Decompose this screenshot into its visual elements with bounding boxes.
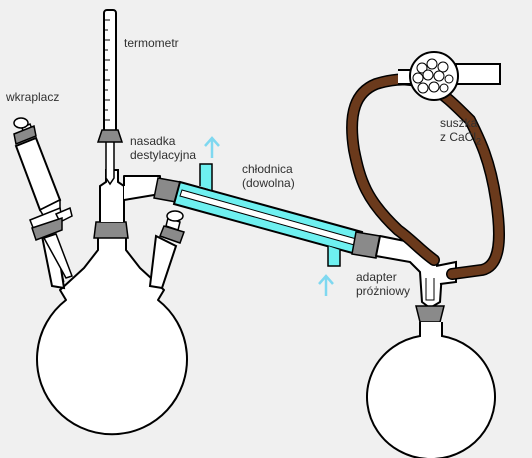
drying-tube-label-line2: z CaCl2 [440,130,481,148]
drying-tube-label-line1: suszka [440,116,478,130]
drying-tube-label: suszka z CaCl2 [440,116,481,148]
stopper [159,210,185,244]
thermometer [96,9,124,186]
condenser-label: chłodnica (dowolna) [242,162,295,190]
vacuum-adapter-label: adapter próżniowy [356,270,410,298]
condenser-label-line1: chłodnica [242,162,293,176]
thermometer-label: termometr [124,36,179,50]
water-inlet-arrow [318,274,334,296]
rubber-hose [346,73,506,280]
vacuum-adapter-label-line2: próżniowy [356,284,411,298]
still-head-label-line1: nasadka [130,134,176,148]
water-outlet-arrow [204,136,220,158]
still-head-label: nasadka destylacyjna [130,134,196,162]
drying-tube-label-subscript: 2 [476,136,482,147]
three-neck-flask [36,234,188,436]
receiving-flask [366,322,496,458]
dropping-funnel-label: wkraplacz [6,90,60,104]
condenser-label-line2: (dowolna) [242,176,295,190]
drying-tube [398,51,501,101]
still-head-label-line2: destylacyjna [130,148,197,162]
still-head [93,169,161,239]
drying-tube-label-formula: z CaCl [440,130,477,144]
condenser [153,163,381,267]
vacuum-adapter-label-line1: adapter [356,270,397,284]
dropping-funnel [13,117,73,279]
calcium-chloride-granules [412,58,454,94]
